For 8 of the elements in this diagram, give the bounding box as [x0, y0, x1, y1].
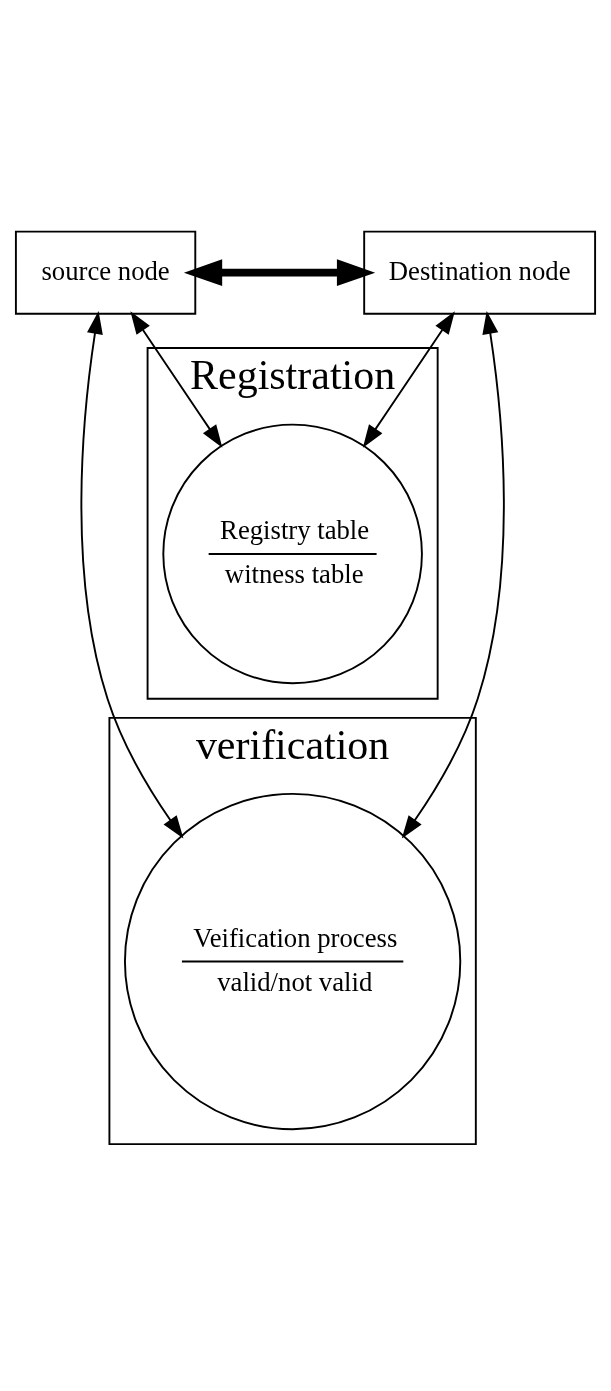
arrow: [80, 310, 184, 839]
arrow: [183, 259, 376, 287]
node-box: source node: [14, 230, 197, 315]
arrow: [401, 310, 505, 839]
arrow: [130, 311, 223, 448]
node-circle: Veification process valid/not valid: [124, 792, 462, 1131]
node-box: Destination node: [363, 230, 597, 315]
arrow: [362, 311, 455, 448]
